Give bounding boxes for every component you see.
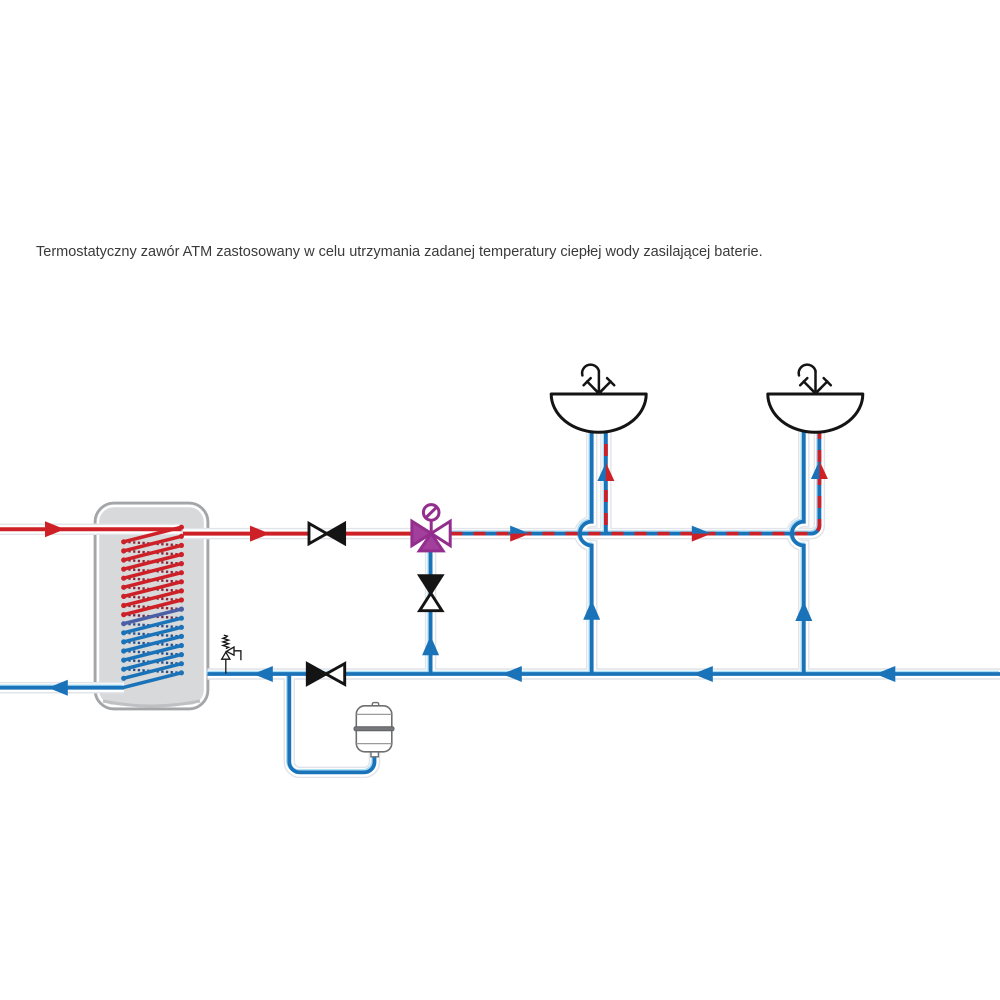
svg-text:Termostatyczny zawór ATM zasto: Termostatyczny zawór ATM zastosowany w c… (36, 244, 763, 260)
